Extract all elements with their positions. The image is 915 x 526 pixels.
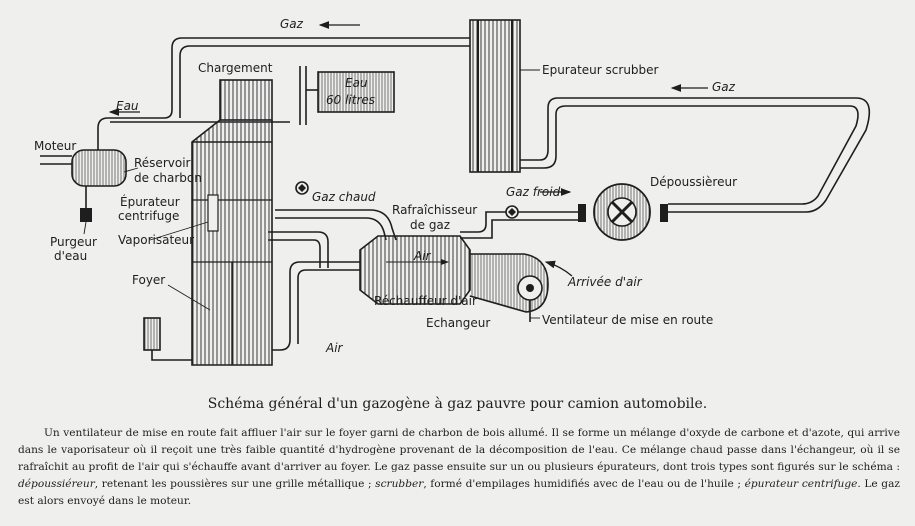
label-epurateur-centrifuge-1: Épurateur [120, 194, 180, 209]
label-reservoir-2: de charbon [134, 171, 202, 185]
fan [469, 253, 549, 322]
air-pipe [272, 261, 360, 351]
label-foyer: Foyer [132, 273, 165, 287]
label-air-bottom: Air [325, 341, 344, 355]
water-tank [317, 71, 395, 113]
valve-cold [505, 205, 519, 219]
gasifier-diagram: Gaz Epurateur scrubber Chargement Eau 60… [34, 17, 871, 366]
label-eau-arrow: Eau [116, 99, 139, 113]
label-gaz-chaud: Gaz chaud [312, 190, 376, 204]
label-eau-tank-1: Eau [345, 76, 368, 90]
centrifugal-purifier [40, 149, 127, 222]
label-arrivee-air: Arrivée d'air [567, 275, 643, 289]
gas-generator [191, 79, 273, 366]
label-purgeur-2: d'eau [54, 249, 87, 263]
label-chargement: Chargement [198, 61, 273, 75]
dust-remover [578, 183, 668, 241]
hot-gas-pipe [275, 209, 397, 241]
cold-gas-pipe [460, 211, 580, 239]
label-rafraichisseur-1: Rafraîchisseur [392, 203, 477, 217]
ash-drain [143, 317, 192, 361]
label-reservoir-1: Réservoir [134, 156, 191, 170]
scrubber [469, 19, 521, 173]
figure-caption: Schéma général d'un gazogène à gaz pauvr… [207, 396, 708, 412]
label-vaporisateur: Vaporisateur [118, 233, 194, 247]
label-gaz-top: Gaz [280, 17, 304, 31]
label-epurateur-scrubber: Epurateur scrubber [542, 63, 659, 77]
figure-description: Un ventilateur de mise en route fait aff… [18, 427, 900, 507]
top-gas-pipe [97, 37, 470, 150]
label-echangeur: Echangeur [426, 316, 490, 330]
label-purgeur-1: Purgeur [50, 235, 97, 249]
label-depoussiereur: Dépoussièreur [650, 175, 737, 189]
label-rechauffeur: Réchauffeur d'air [374, 294, 477, 308]
label-gaz-right: Gaz [712, 80, 736, 94]
label-ventilateur: Ventilateur de mise en route [542, 313, 713, 327]
label-gaz-froid: Gaz froid [506, 185, 561, 199]
valve-hot [295, 181, 309, 195]
right-gas-pipe [520, 97, 871, 213]
label-moteur: Moteur [34, 139, 76, 153]
label-air-exchanger: Air [413, 249, 432, 263]
label-rafraichisseur-2: de gaz [410, 218, 450, 232]
label-eau-tank-2: 60 litres [326, 93, 375, 107]
label-epurateur-centrifuge-2: centrifuge [118, 209, 179, 223]
